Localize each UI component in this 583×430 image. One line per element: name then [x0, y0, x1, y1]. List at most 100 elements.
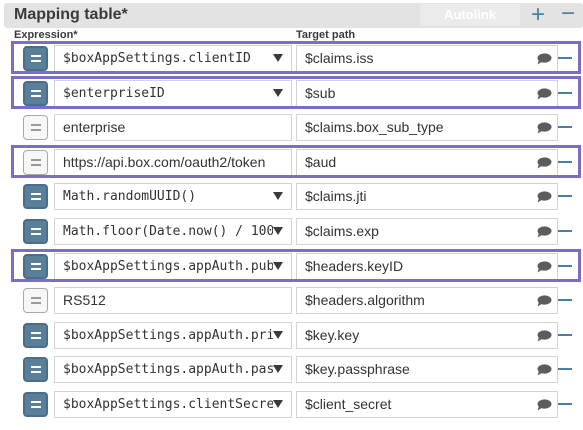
target-path-value: $claims.box_sub_type: [305, 119, 444, 135]
target-path-value: $key.key: [305, 327, 360, 343]
expression-input[interactable]: https://api.box.com/oauth2/token: [54, 149, 292, 176]
target-path-value: $headers.algorithm: [305, 292, 425, 308]
mapping-row: $boxAppSettings.appAuth.passphrase$key.p…: [0, 354, 583, 385]
expression-toggle-button[interactable]: [23, 115, 48, 140]
mapping-row: $boxAppSettings.clientSecret $client_secr…: [0, 389, 583, 420]
minus-icon[interactable]: [558, 92, 572, 94]
target-path-input[interactable]: $sub: [296, 80, 558, 107]
mapping-table-header: Mapping table* Autolink + −: [4, 0, 583, 28]
expression-toggle-button[interactable]: [23, 392, 48, 417]
target-path-value: $aud: [305, 154, 337, 170]
expression-value: $boxAppSettings.clientSecret: [63, 397, 273, 412]
expression-input[interactable]: enterprise: [54, 114, 292, 141]
equals-icon: [30, 263, 41, 270]
expression-value: Math.floor(Date.now() / 1000): [63, 224, 273, 239]
caret-down-icon[interactable]: [273, 400, 283, 408]
target-path-input[interactable]: $key.key: [296, 322, 558, 349]
target-path-input[interactable]: $claims.jti: [296, 183, 558, 210]
add-row-button[interactable]: +: [530, 1, 545, 28]
caret-down-icon[interactable]: [273, 89, 283, 97]
caret-down-icon[interactable]: [273, 192, 283, 200]
expression-value: $boxAppSettings.appAuth.privateKey: [63, 328, 273, 343]
caret-down-icon[interactable]: [273, 262, 283, 270]
expression-input[interactable]: $boxAppSettings.clientSecret: [54, 391, 292, 418]
minus-icon[interactable]: [558, 57, 572, 59]
equals-icon: [30, 332, 41, 339]
target-path-value: $claims.iss: [305, 50, 374, 66]
expression-input[interactable]: $boxAppSettings.clientID: [54, 45, 292, 72]
expression-toggle-button[interactable]: [23, 184, 48, 209]
comment-bubble-icon[interactable]: [536, 53, 552, 65]
remove-all-button[interactable]: −: [560, 0, 575, 27]
equals-icon: [30, 55, 41, 62]
target-path-value: $claims.exp: [305, 223, 379, 239]
mapping-row: RS512 $headers.algorithm: [0, 285, 583, 316]
minus-icon[interactable]: [558, 195, 572, 197]
mapping-row: Math.randomUUID() $claims.jti: [0, 181, 583, 212]
comment-bubble-icon[interactable]: [536, 364, 552, 376]
minus-icon[interactable]: [558, 368, 572, 370]
minus-icon[interactable]: [558, 299, 572, 301]
comment-bubble-icon[interactable]: [536, 399, 552, 411]
minus-icon[interactable]: [558, 403, 572, 405]
expression-toggle-button[interactable]: [23, 288, 48, 313]
comment-bubble-icon[interactable]: [536, 330, 552, 342]
expression-input[interactable]: $enterpriseID: [54, 80, 292, 107]
caret-down-icon[interactable]: [273, 227, 283, 235]
target-path-input[interactable]: $client_secret: [296, 391, 558, 418]
expression-value: $enterpriseID: [63, 86, 165, 101]
expression-column-label: Expression*: [14, 29, 78, 41]
target-path-input[interactable]: $aud: [296, 149, 558, 176]
expression-input[interactable]: RS512: [54, 287, 292, 314]
mapping-row: $boxAppSettings.clientID $claims.iss: [0, 43, 583, 74]
expression-input[interactable]: $boxAppSettings.appAuth.publicKeyID: [54, 253, 292, 280]
expression-value: $boxAppSettings.clientID: [63, 51, 251, 66]
expression-toggle-button[interactable]: [23, 150, 48, 175]
expression-value: enterprise: [63, 119, 126, 135]
comment-bubble-icon[interactable]: [536, 157, 552, 169]
mapping-row: enterprise $claims.box_sub_type: [0, 112, 583, 143]
target-path-value: $client_secret: [305, 396, 392, 412]
minus-icon[interactable]: [558, 126, 572, 128]
comment-bubble-icon[interactable]: [536, 226, 552, 238]
target-path-input[interactable]: $key.passphrase: [296, 356, 558, 383]
target-path-value: $claims.jti: [305, 188, 367, 204]
expression-toggle-button[interactable]: [23, 46, 48, 71]
target-path-value: $sub: [305, 85, 336, 101]
expression-input[interactable]: $boxAppSettings.appAuth.passphrase: [54, 356, 292, 383]
expression-value: RS512: [63, 292, 106, 308]
mapping-row: $boxAppSettings.appAuth.privateKey $key.k…: [0, 320, 583, 351]
mapping-row: $enterpriseID $sub: [0, 78, 583, 109]
target-path-value: $headers.keyID: [305, 258, 404, 274]
target-path-input[interactable]: $headers.keyID: [296, 253, 558, 280]
minus-icon[interactable]: [558, 265, 572, 267]
comment-bubble-icon[interactable]: [536, 261, 552, 273]
caret-down-icon[interactable]: [273, 331, 283, 339]
expression-toggle-button[interactable]: [23, 357, 48, 382]
target-path-input[interactable]: $claims.exp: [296, 218, 558, 245]
expression-input[interactable]: Math.floor(Date.now() / 1000): [54, 218, 292, 245]
target-path-column-label: Target path: [296, 29, 356, 41]
comment-bubble-icon[interactable]: [536, 122, 552, 134]
comment-bubble-icon[interactable]: [536, 295, 552, 307]
equals-icon: [30, 366, 41, 373]
expression-input[interactable]: Math.randomUUID(): [54, 183, 292, 210]
expression-value: Math.randomUUID(): [63, 189, 197, 204]
caret-down-icon[interactable]: [273, 365, 283, 373]
target-path-input[interactable]: $claims.iss: [296, 45, 558, 72]
comment-bubble-icon[interactable]: [536, 191, 552, 203]
target-path-input[interactable]: $headers.algorithm: [296, 287, 558, 314]
minus-icon[interactable]: [558, 334, 572, 336]
expression-toggle-button[interactable]: [23, 254, 48, 279]
comment-bubble-icon[interactable]: [536, 88, 552, 100]
expression-toggle-button[interactable]: [23, 323, 48, 348]
target-path-input[interactable]: $claims.box_sub_type: [296, 114, 558, 141]
autolink-button[interactable]: Autolink: [420, 4, 520, 26]
expression-toggle-button[interactable]: [23, 219, 48, 244]
equals-icon: [30, 193, 41, 200]
minus-icon[interactable]: [558, 161, 572, 163]
expression-input[interactable]: $boxAppSettings.appAuth.privateKey: [54, 322, 292, 349]
minus-icon[interactable]: [558, 230, 572, 232]
caret-down-icon[interactable]: [273, 54, 283, 62]
expression-toggle-button[interactable]: [23, 81, 48, 106]
